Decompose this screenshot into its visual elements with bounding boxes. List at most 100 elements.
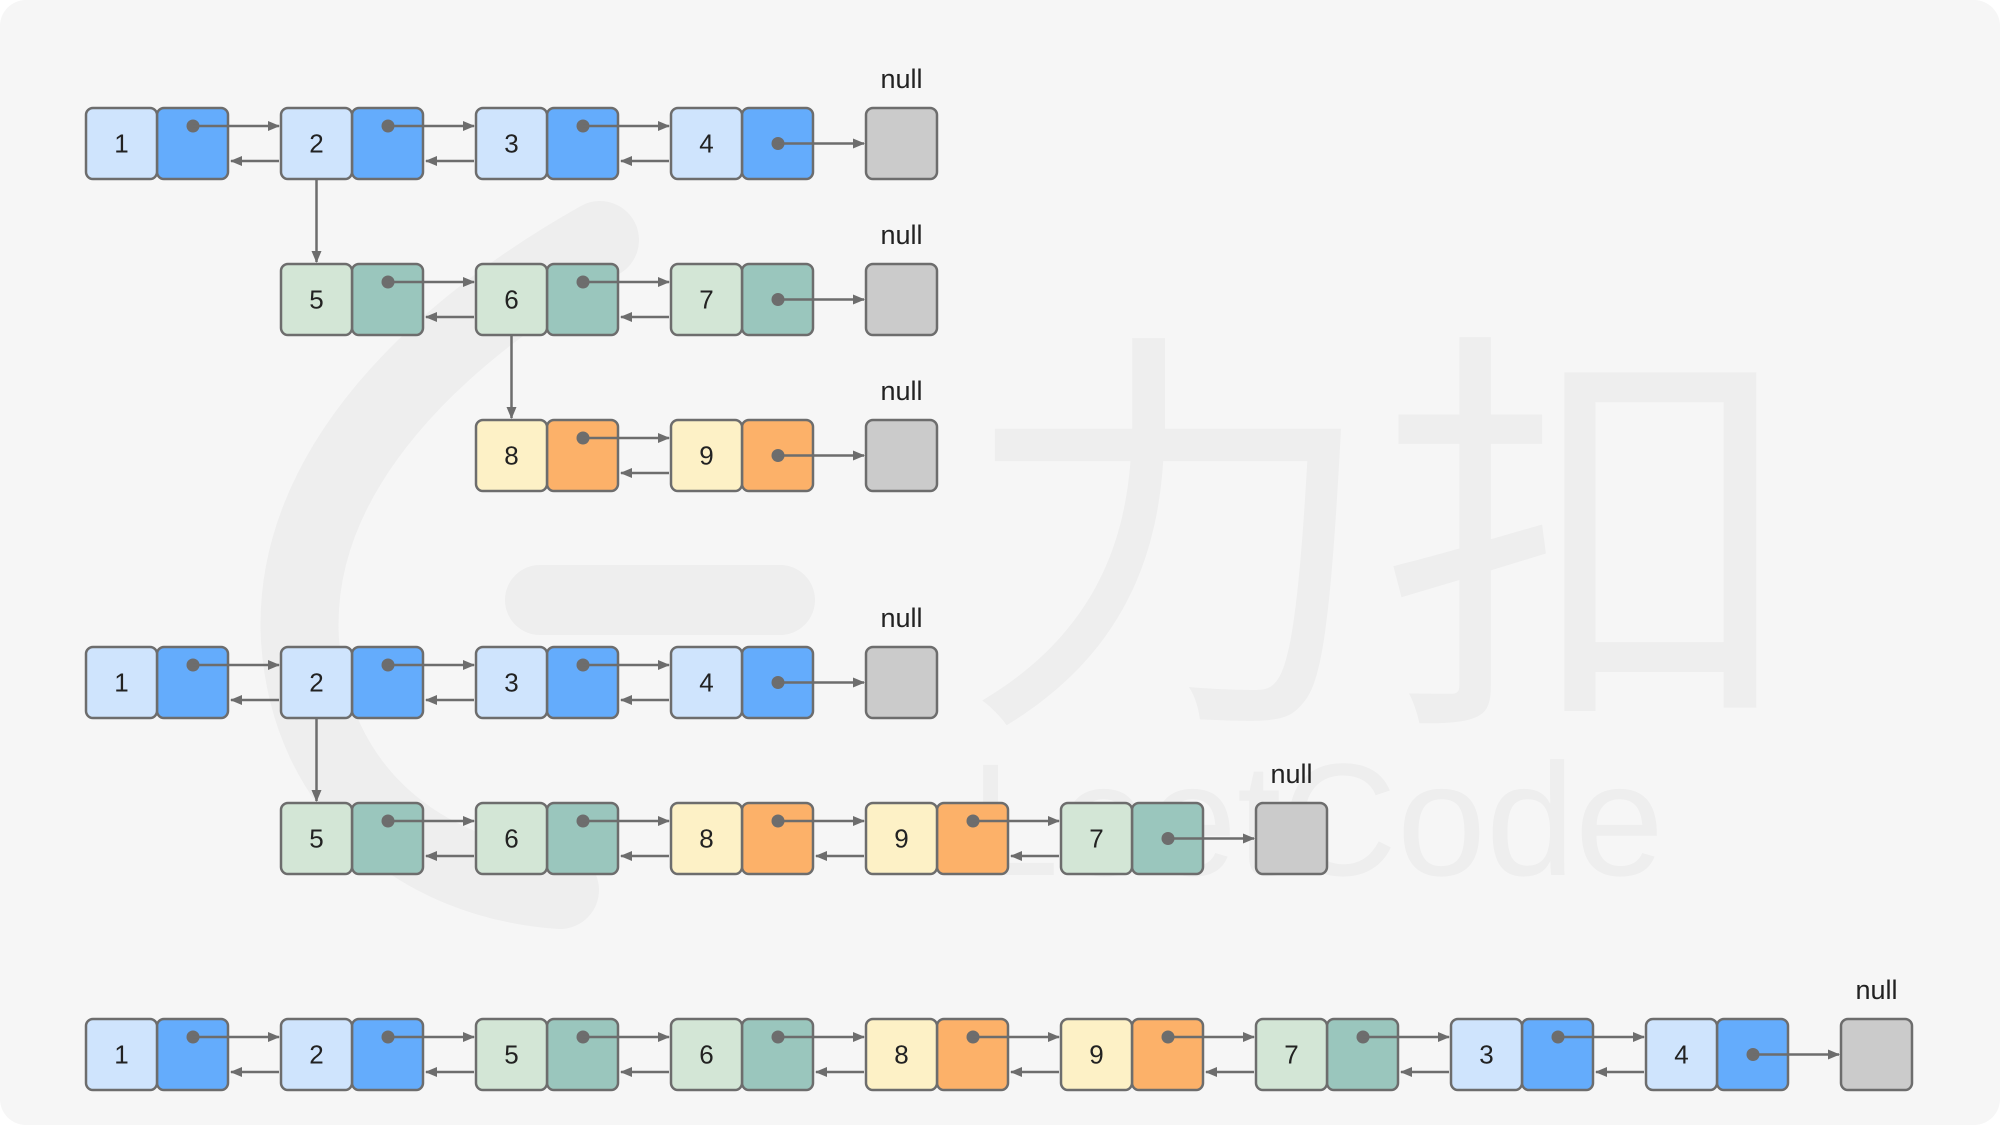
node-value: 7 — [699, 285, 713, 315]
node-pointer-cell — [740, 801, 815, 876]
list-node-1: 1 — [84, 106, 230, 181]
node-pointer-cell — [1325, 1017, 1400, 1092]
node-value: 2 — [309, 668, 323, 698]
node-value-cell — [474, 645, 549, 720]
list-node-5: 5 — [474, 1017, 620, 1092]
node-value: 1 — [114, 668, 128, 698]
node-value-cell — [1644, 1017, 1719, 1092]
null-label: null — [1270, 759, 1312, 789]
list-node-8: 8 — [474, 418, 620, 493]
node-value-cell — [1059, 801, 1134, 876]
node-value: 6 — [699, 1040, 713, 1070]
node-value-cell — [864, 1017, 939, 1092]
node-pointer-cell — [1130, 1017, 1205, 1092]
null-label: null — [880, 64, 922, 94]
node-pointer-cell — [545, 645, 620, 720]
list-row: 5 6 7 null — [279, 220, 939, 337]
node-value: 5 — [309, 285, 323, 315]
node-pointer-cell — [545, 106, 620, 181]
null-cell — [864, 106, 939, 181]
node-value: 2 — [309, 129, 323, 159]
null-label: null — [1855, 975, 1897, 1005]
node-value-cell — [669, 262, 744, 337]
node-value-cell — [474, 801, 549, 876]
list-node-8: 8 — [669, 801, 815, 876]
null-cell — [1839, 1017, 1914, 1092]
node-pointer-cell — [155, 106, 230, 181]
node-value-cell — [279, 262, 354, 337]
node-pointer-cell — [350, 106, 425, 181]
node-value-cell — [84, 1017, 159, 1092]
watermark-cn-text: 力扣 — [960, 311, 1800, 780]
null-node: null — [864, 220, 939, 337]
node-value-cell — [474, 106, 549, 181]
node-value-cell — [279, 801, 354, 876]
node-value: 3 — [504, 668, 518, 698]
list-node-9: 9 — [1059, 1017, 1205, 1092]
null-cell — [864, 645, 939, 720]
node-value: 3 — [504, 129, 518, 159]
node-pointer-cell — [545, 801, 620, 876]
node-value-cell — [669, 801, 744, 876]
node-value: 5 — [504, 1040, 518, 1070]
node-value: 6 — [504, 285, 518, 315]
node-value-cell — [474, 1017, 549, 1092]
null-label: null — [880, 220, 922, 250]
list-node-7: 7 — [1254, 1017, 1400, 1092]
null-cell — [1254, 801, 1329, 876]
list-node-8: 8 — [864, 1017, 1010, 1092]
list-node-1: 1 — [84, 645, 230, 720]
list-node-2: 2 — [279, 645, 425, 720]
null-cell — [864, 418, 939, 493]
node-value-cell — [279, 1017, 354, 1092]
node-value: 9 — [894, 824, 908, 854]
null-cell — [864, 262, 939, 337]
node-value-cell — [1059, 1017, 1134, 1092]
list-node-6: 6 — [669, 1017, 815, 1092]
node-value: 4 — [699, 129, 713, 159]
list-row: 1 2 3 4 null — [84, 64, 939, 181]
list-node-4: 4 — [1644, 1017, 1790, 1092]
node-pointer-cell — [545, 418, 620, 493]
node-pointer-cell — [350, 1017, 425, 1092]
node-value-cell — [1254, 1017, 1329, 1092]
list-node-3: 3 — [1449, 1017, 1595, 1092]
node-value: 5 — [309, 824, 323, 854]
node-value-cell — [669, 645, 744, 720]
list-node-2: 2 — [279, 106, 425, 181]
node-value-cell — [1449, 1017, 1524, 1092]
node-pointer-cell — [155, 645, 230, 720]
node-value: 2 — [309, 1040, 323, 1070]
list-node-1: 1 — [84, 1017, 230, 1092]
node-pointer-cell — [350, 262, 425, 337]
node-value-cell — [669, 106, 744, 181]
node-pointer-cell — [935, 801, 1010, 876]
node-value: 1 — [114, 1040, 128, 1070]
diagram-fully-flattened: 1 2 5 6 8 9 7 3 4 null — [84, 975, 1914, 1092]
null-node: null — [1839, 975, 1914, 1092]
null-node: null — [1254, 759, 1329, 876]
node-value-cell — [84, 106, 159, 181]
node-pointer-cell — [545, 262, 620, 337]
node-value-cell — [864, 801, 939, 876]
null-label: null — [880, 603, 922, 633]
node-value: 8 — [894, 1040, 908, 1070]
list-node-6: 6 — [474, 801, 620, 876]
list-node-5: 5 — [279, 801, 425, 876]
node-value: 3 — [1479, 1040, 1493, 1070]
node-value-cell — [84, 645, 159, 720]
node-value: 7 — [1284, 1040, 1298, 1070]
list-node-2: 2 — [279, 1017, 425, 1092]
list-node-3: 3 — [474, 106, 620, 181]
list-node-5: 5 — [279, 262, 425, 337]
node-value: 6 — [504, 824, 518, 854]
list-node-3: 3 — [474, 645, 620, 720]
node-value: 1 — [114, 129, 128, 159]
node-value: 9 — [699, 441, 713, 471]
node-pointer-cell — [935, 1017, 1010, 1092]
null-node: null — [864, 603, 939, 720]
